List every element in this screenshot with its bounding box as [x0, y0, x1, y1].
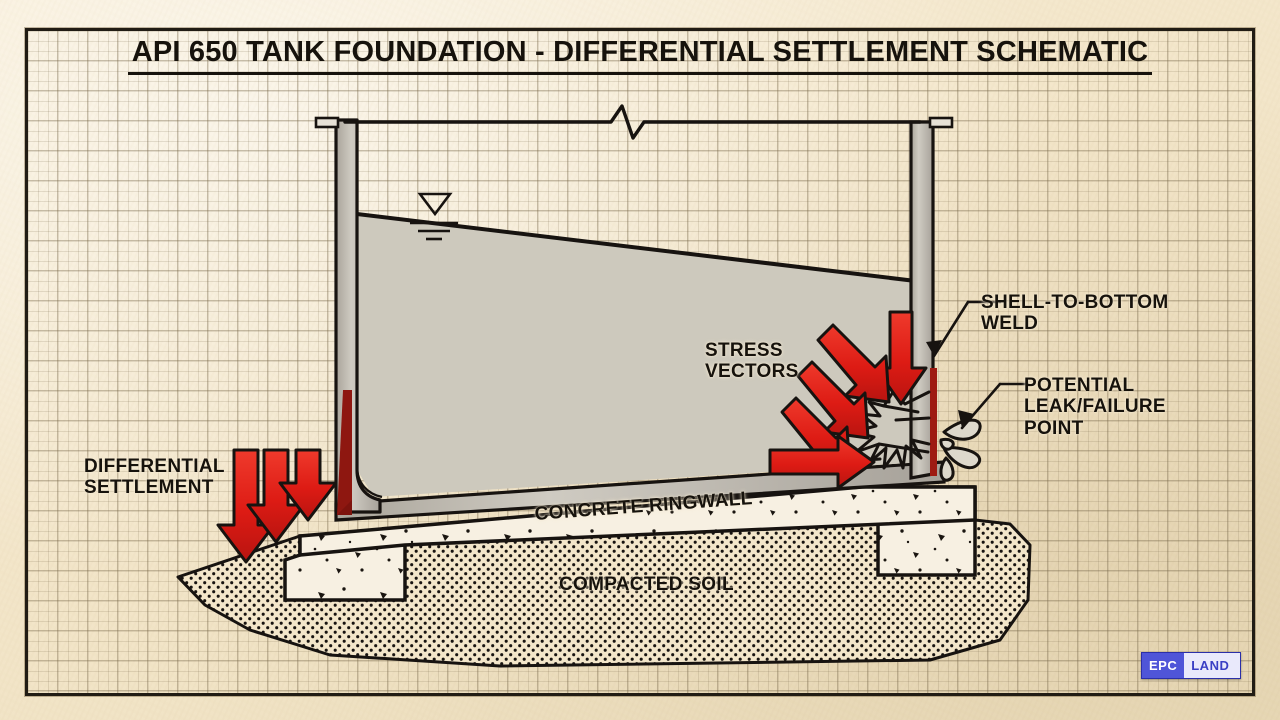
page-title: API 650 TANK FOUNDATION - DIFFERENTIAL S… [0, 36, 1280, 75]
stress-arrow-diag-2 [796, 360, 870, 440]
leader-lines [932, 300, 1030, 430]
label-shell-to-bottom-weld: SHELL-TO-BOTTOM WELD [981, 292, 1169, 335]
label-stress-vectors: STRESS VECTORS [705, 340, 799, 383]
leak-spray-droplets [939, 418, 982, 482]
logo-land-text: LAND [1184, 653, 1240, 678]
label-differential-settlement: DIFFERENTIAL SETTLEMENT [84, 456, 225, 499]
label-potential-leak-point: POTENTIAL LEAK/FAILURE POINT [1024, 375, 1166, 439]
settlement-arrow-2 [246, 448, 306, 544]
tank-shell-left [314, 116, 383, 515]
tank-shell-right [909, 116, 954, 480]
stress-arrow-diag-1 [816, 323, 891, 404]
tank-bottom-plate [334, 460, 946, 522]
liquid-level-symbol [410, 192, 458, 241]
logo-epc-text: EPC [1142, 653, 1185, 678]
leader-leak-arrow [960, 382, 1002, 430]
stress-arrow-horizontal [768, 434, 876, 490]
settlement-arrows [216, 448, 338, 564]
stress-vector-arrows [768, 310, 928, 490]
epc-land-logo[interactable]: EPC LAND [1141, 652, 1241, 679]
leader-shell-weld-arrow [932, 300, 970, 358]
stored-liquid [356, 212, 925, 497]
leader-arrowheads [926, 340, 974, 428]
settlement-arrow-3 [278, 448, 338, 522]
page-title-text: API 650 TANK FOUNDATION - DIFFERENTIAL S… [127, 36, 1153, 75]
settlement-arrow-1 [216, 448, 276, 564]
tank-roof-line [343, 104, 922, 140]
label-compacted-soil: COMPACTED SOIL [559, 574, 734, 595]
